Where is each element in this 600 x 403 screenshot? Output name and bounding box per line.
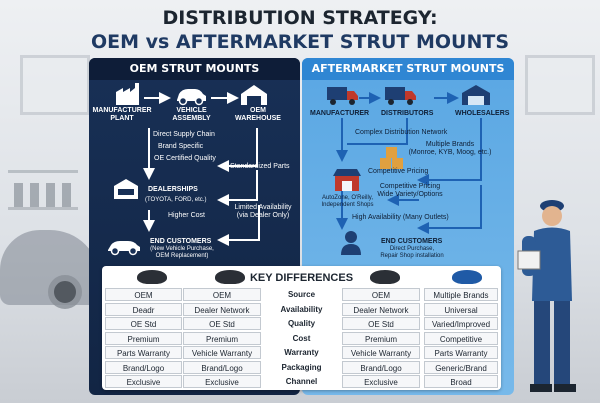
oem-warehouse-label: OEM WAREHOUSE [235,107,281,122]
oem-end-customers-label: END CUSTOMERS [150,238,212,245]
table-cell: Premium [105,331,182,345]
truck-icon [385,87,416,105]
table-cell: OE Std [105,317,182,330]
table-cell: OEM [183,288,261,301]
truck-icon [327,87,358,105]
table-cell: Dealer Network [342,302,420,316]
table-cell: Brand/Logo [342,360,420,374]
table-cell: Brand/Logo [105,360,182,374]
difference-category: Availability [280,304,323,314]
vehicle-assembly-label: VEHICLE ASSEMBLY [172,107,211,122]
factory-icon [116,83,139,105]
dealership-icon [114,179,138,199]
limited-availability-label: Limited Availability (via Dealer Only) [234,204,292,219]
difference-category: Cost [292,333,311,343]
table-cell: Broad [424,375,498,388]
table-cell: Exclusive [342,375,420,388]
background-window [525,55,595,115]
strut-mount-icon [370,270,400,284]
table-cell: Dealer Network [183,302,261,316]
retail-shops-label: AutoZone, O'Reilly, Independent Shops [321,195,374,208]
competitive-variety-label: Competitive Pricing Wide Variety/Options [377,183,443,198]
difference-category: Quality [287,319,316,328]
distributors-label: DISTRIBUTORS [381,110,434,117]
table-cell: OEM [105,288,182,301]
dealerships-label: DEALERSHIPS [148,186,198,193]
aftermarket-header: AFTERMARKET STRUT MOUNTS [302,58,514,80]
flow-arrows [143,92,482,246]
multiple-brands-label: Multiple Brands (Monroe, KYB, Moog, etc.… [408,141,492,156]
strut-mount-icon [215,270,245,284]
table-cell: OEM [342,288,420,301]
end-customer-car-icon [108,241,140,256]
strut-mount-icon [137,270,167,284]
higher-cost-label: Higher Cost [168,212,205,219]
table-cell: Parts Warranty [424,346,498,359]
oem-note: Direct Supply Chain [153,131,215,138]
table-cell: Universal [424,302,498,316]
table-cell: Vehicle Warranty [342,346,420,359]
dealerships-sub: (TOYOTA, FORD, etc.) [145,197,207,203]
table-cell: Premium [183,331,261,345]
table-cell: Generic/Brand [424,360,498,374]
page-title: DISTRIBUTION STRATEGY: OEM vs AFTERMARKE… [0,6,600,54]
table-cell: Competitive [424,331,498,345]
manufacturer-label: MANUFACTURER [310,110,370,117]
title-line-2: OEM vs AFTERMARKET STRUT MOUNTS [90,31,510,53]
table-cell: Deadr [105,302,182,316]
store-icon [333,169,361,191]
table-cell: Parts Warranty [105,346,182,359]
oem-note: OE Certified Quality [154,155,216,162]
complex-network-label: Complex Distribution Network [355,129,448,136]
high-availability-label: High Availability (Many Outlets) [352,214,449,221]
wholesalers-label: WHOLESALERS [455,110,510,117]
wholesaler-warehouse-icon [462,85,490,105]
manufacturer-plant-label: MANUFACTURER PLANT [92,107,152,122]
table-cell: Brand/Logo [183,360,261,374]
oem-header: OEM STRUT MOUNTS [89,58,300,80]
after-end-customers-sub: Direct Purchase, Repair Shop installatio… [380,246,444,259]
difference-category: Packaging [281,362,322,372]
car-icon [177,89,206,106]
table-cell: Exclusive [105,375,182,388]
key-differences-title: KEY DIFFERENCES [249,272,354,284]
parts-boxes-icon [380,147,403,169]
table-cell: Exclusive [183,375,261,388]
warehouse-icon [241,85,267,105]
after-end-customers-label: END CUSTOMERS [381,238,443,245]
table-cell: Multiple Brands [424,288,498,301]
strut-mount-icon [452,270,482,284]
table-cell: Premium [342,331,420,345]
background-shelf [8,170,78,210]
oem-end-customers-sub: (New Vehicle Purchase, OEM Replacement) [150,246,214,259]
title-line-1: DISTRIBUTION STRATEGY: [162,7,438,29]
difference-category: Source [287,290,316,299]
difference-category: Channel [285,377,318,386]
table-cell: Vehicle Warranty [183,346,261,359]
oem-note: Brand Specific [158,143,204,150]
background-car-wheel [48,275,82,309]
difference-category: Warranty [284,348,319,357]
mechanic-illustration [517,200,576,392]
standardized-parts-label: Standardized Parts [230,163,290,170]
table-cell: OE Std [183,317,261,330]
competitive-pricing-label: Competitive Pricing [368,168,429,175]
table-cell: OE Std [342,317,420,330]
customer-icon [341,231,361,255]
background-window [20,55,90,115]
table-cell: Varied/Improved [424,317,498,330]
